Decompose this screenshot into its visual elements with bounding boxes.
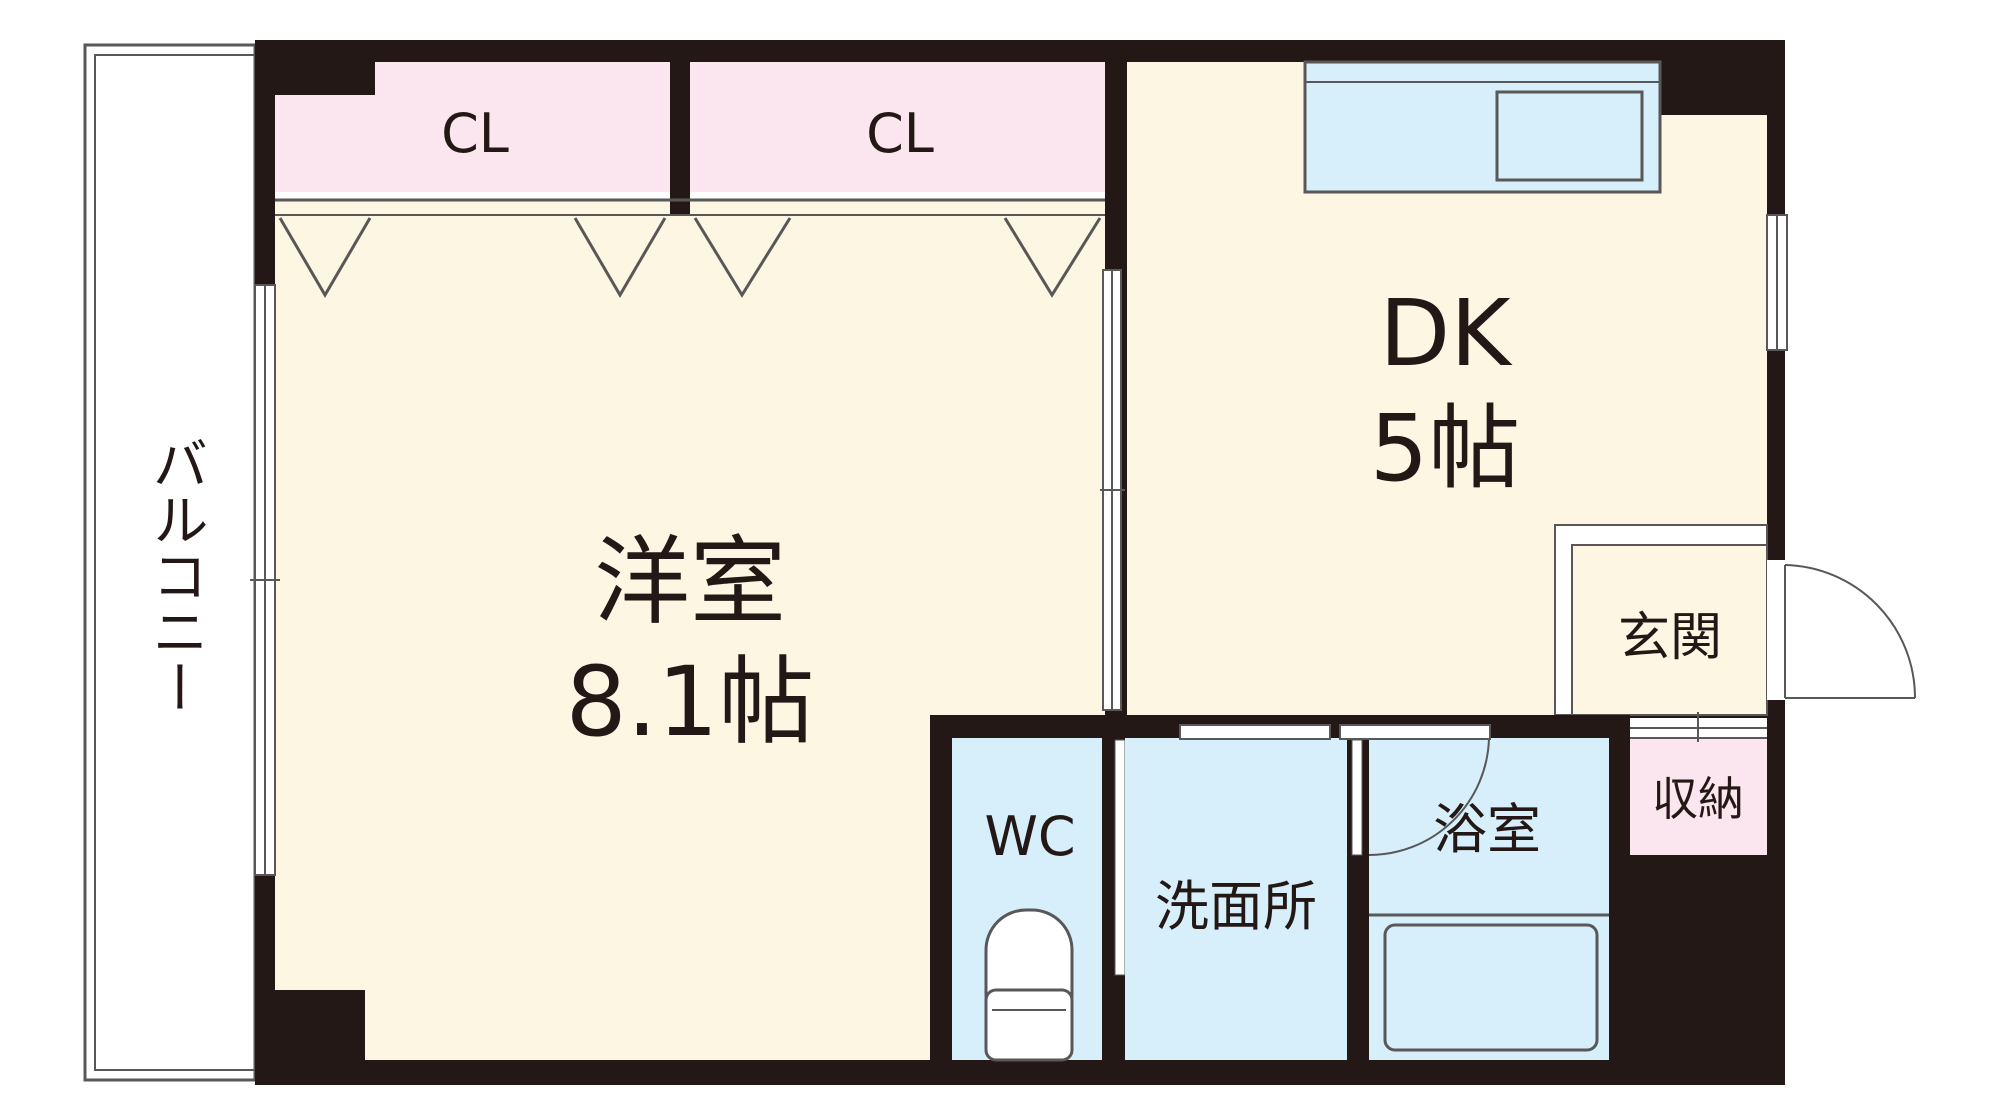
- washroom-door: [1179, 724, 1331, 740]
- entrance-label: 玄関: [1618, 608, 1722, 668]
- dk-size: 5帖: [1370, 395, 1521, 502]
- partition-wall: [1105, 55, 1127, 275]
- entrance-area: [1554, 524, 1916, 716]
- dk-name: DK: [1379, 280, 1513, 387]
- bathroom-room: [1339, 724, 1609, 1060]
- closet-left-label: CL: [441, 102, 509, 165]
- closet-divider: [670, 55, 690, 215]
- wc-room: [952, 738, 1102, 1062]
- corner-column: [275, 990, 365, 1060]
- balcony-label: バルコニー: [143, 435, 208, 715]
- dk-window: [1766, 214, 1788, 351]
- closet-area: [255, 40, 1105, 298]
- western-room-name: 洋室: [594, 526, 786, 638]
- wc-door: [1114, 739, 1126, 976]
- western-room-size: 8.1帖: [566, 646, 815, 758]
- balcony: [83, 43, 257, 1082]
- kitchen-counter: [1303, 60, 1662, 194]
- wc-label: WC: [984, 805, 1075, 868]
- sliding-door-dk: [1100, 269, 1125, 711]
- storage-label: 収納: [1652, 772, 1744, 826]
- washroom-label: 洗面所: [1155, 875, 1317, 938]
- closet-right-label: CL: [866, 102, 934, 165]
- balcony-window: [250, 284, 280, 876]
- storage-area: [1630, 712, 1767, 855]
- washroom-room: [1125, 738, 1347, 1060]
- bathroom-label: 浴室: [1433, 798, 1541, 861]
- closet-right: [690, 62, 1105, 192]
